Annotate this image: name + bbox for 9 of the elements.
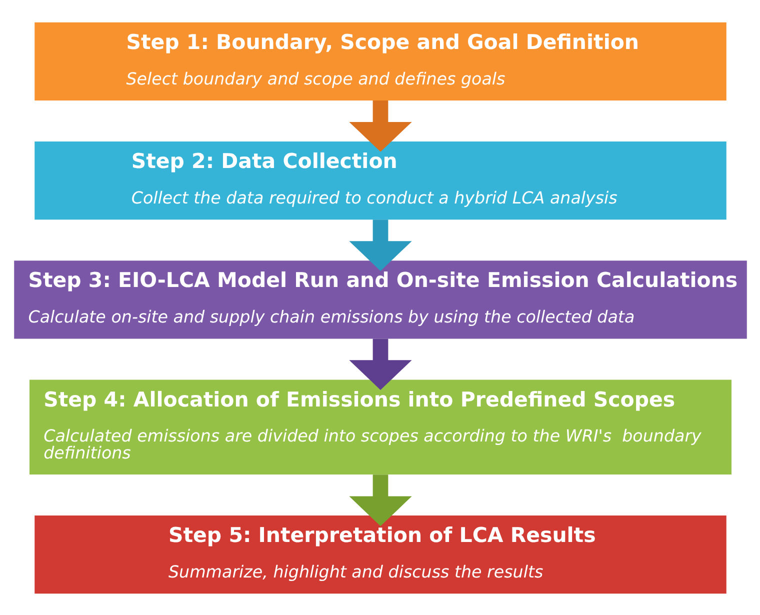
node-box: Step 2: Data Collection Collect the data required to conduct a hybrid LCA analysis — [34, 140, 726, 220]
node-box: Step 4: Allocation of Emissions into Predefined Scopes Calculated emissions are divided into scopes according to the WRI's boundary definitions — [29, 379, 731, 474]
arrow — [348, 100, 412, 152]
node-box: Step 5: Interpretation of LCA Results Summarize, highlight and discuss the results — [34, 515, 726, 594]
node-box: Step 3: EIO-LCA Model Run and On-site Emission Calculations Calculate on-site and supply chain emissions by using the collected data — [14, 260, 746, 338]
arrow — [348, 219, 412, 270]
node-box: Step 1: Boundary, Scope and Goal Definition Select boundary and scope and defines goals — [34, 22, 726, 100]
arrow — [348, 474, 412, 526]
arrow — [348, 338, 412, 390]
